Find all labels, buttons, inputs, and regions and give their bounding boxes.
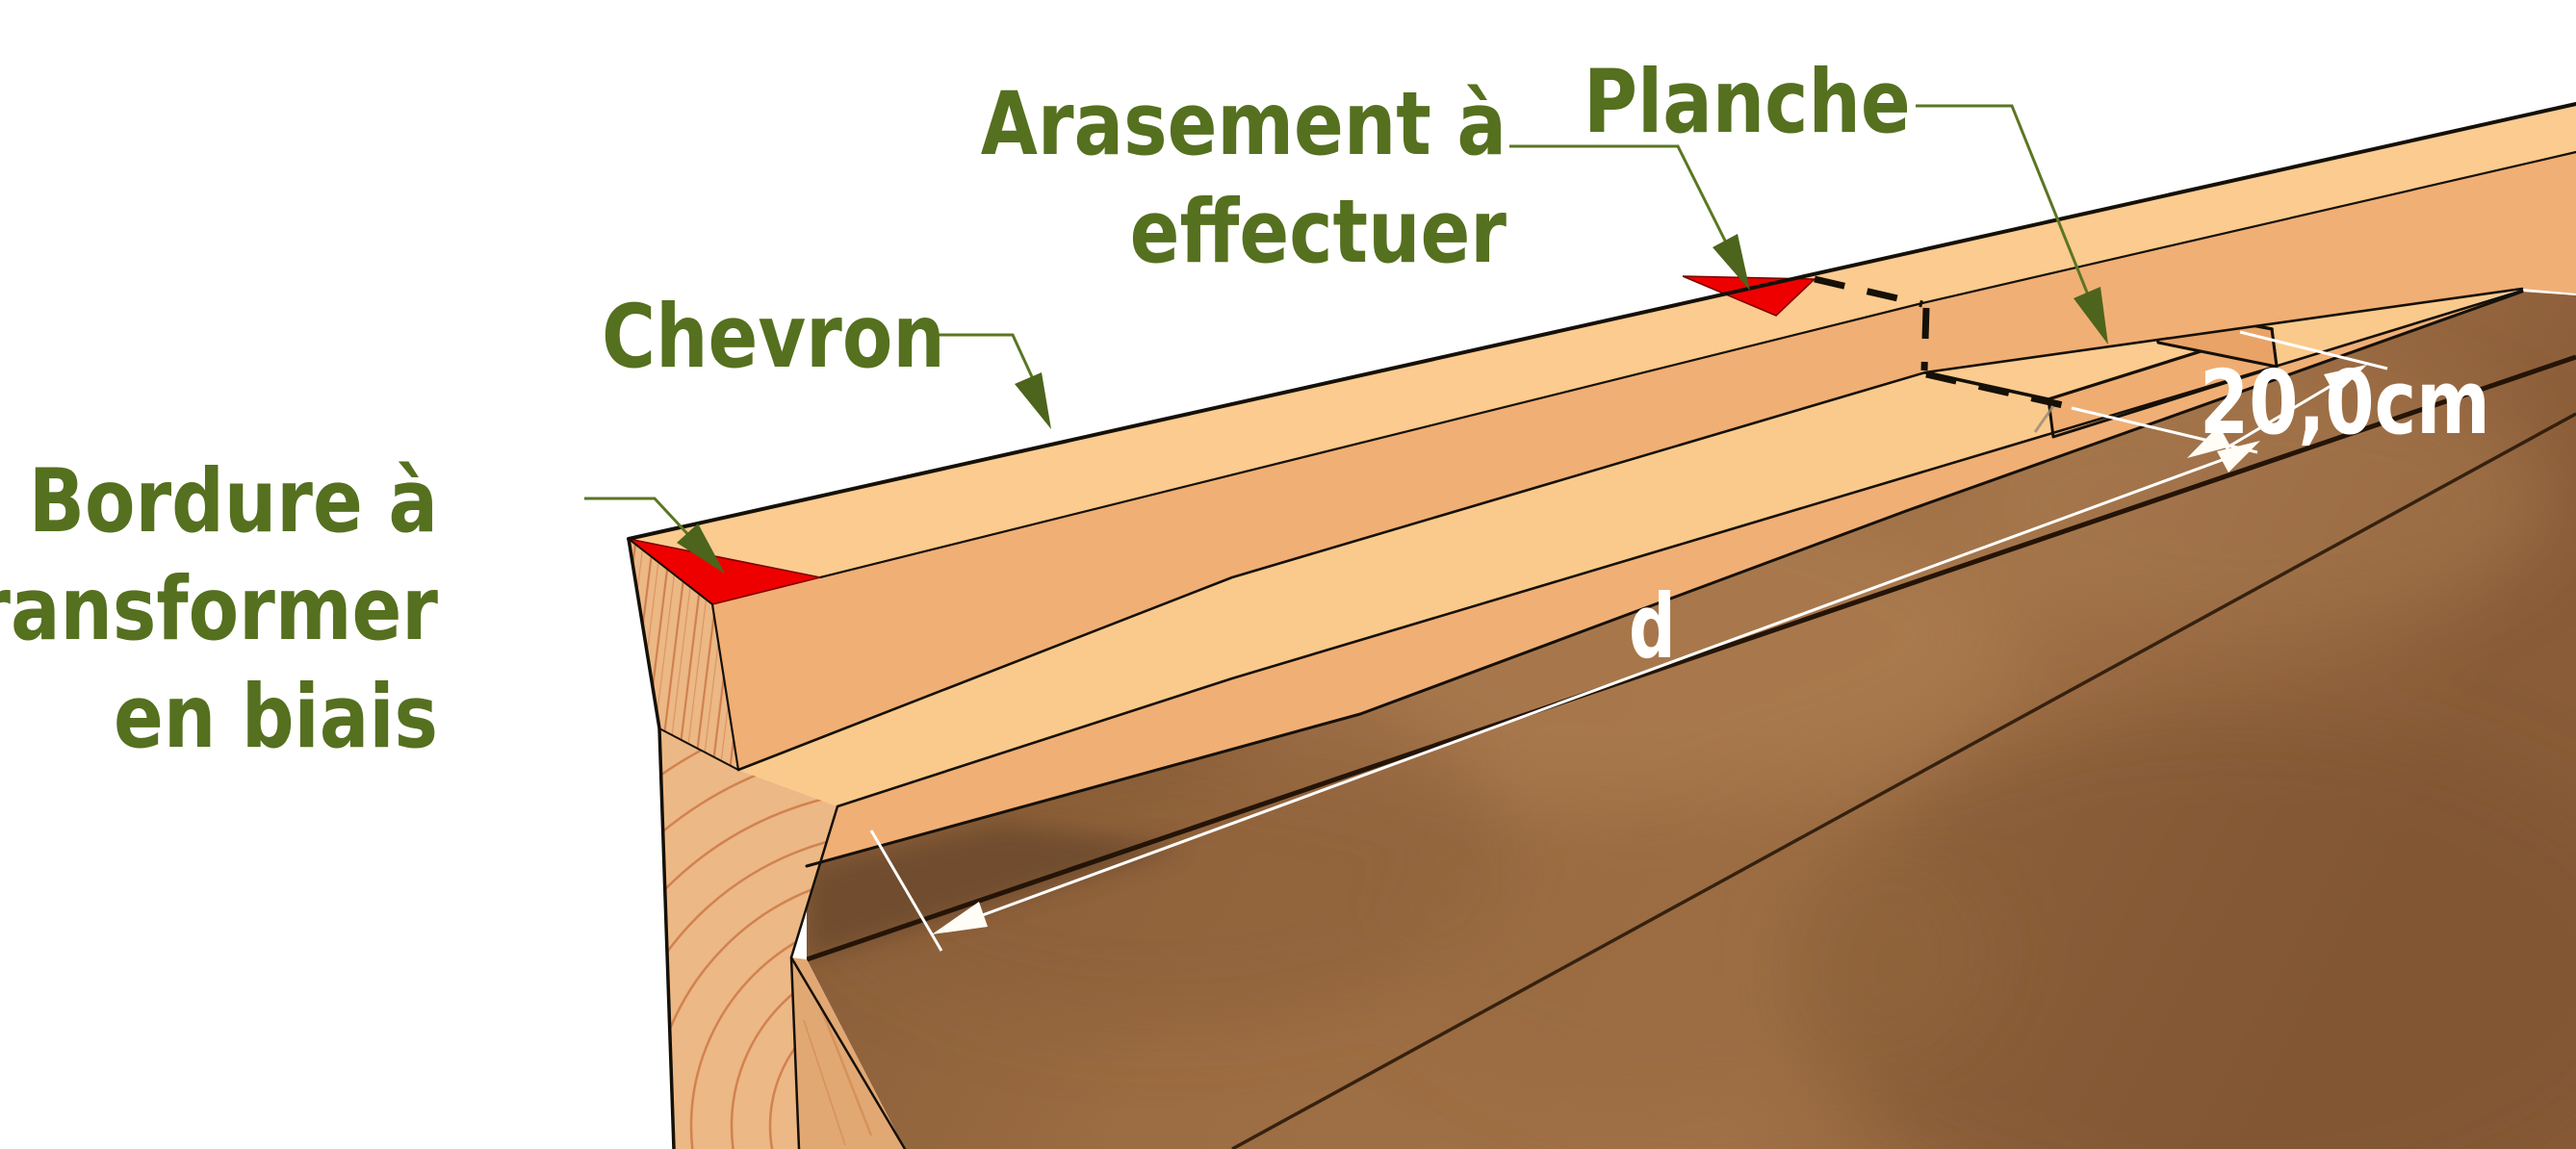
label-arasement-line2: effectuer: [1130, 181, 1507, 283]
dimension-text-20cm: 20,0cm: [2200, 351, 2490, 454]
dimension-text-d: d: [1629, 576, 1676, 679]
dimension-arrowheads: [932, 365, 2367, 934]
leader-arrowhead-icons: [677, 234, 2108, 574]
chevron-front-face: [807, 291, 2522, 866]
green-leader-arrow-icon: [1015, 372, 1051, 429]
label-bordure-line3: en biais: [114, 666, 438, 768]
bordure-front-face: [712, 152, 2576, 770]
green-leader-arrow-icon: [2074, 287, 2108, 345]
deck-seam-line: [1231, 412, 2576, 1149]
cut-dashed-line: [1814, 275, 2064, 409]
red-cut-triangle-arasement: [1682, 275, 1816, 317]
green-leader-arrow-icon: [677, 523, 725, 574]
leader-planche: [1916, 104, 2105, 334]
label-arasement-line1: Arasement à: [981, 73, 1507, 175]
cut-shadow-tick: [2033, 405, 2055, 433]
bordure-end-grain-face: [629, 539, 738, 770]
label-bordure-line1: Bordure à: [29, 450, 438, 552]
label-planche: Planche: [1584, 51, 1911, 153]
deck-seam-line: [807, 354, 2576, 962]
green-leader-arrow-icon: [1713, 234, 1750, 291]
structure-outlines: [627, 102, 2576, 1149]
label-chevron: Chevron: [602, 286, 945, 388]
leader-arasement: [1509, 144, 1746, 280]
dimension-line-d: [940, 450, 2244, 932]
bordure-top-face: [629, 106, 2576, 577]
labels: Bordure à transformer en biais Chevron A…: [0, 51, 2490, 768]
label-bordure-line2: transformer: [0, 558, 439, 660]
